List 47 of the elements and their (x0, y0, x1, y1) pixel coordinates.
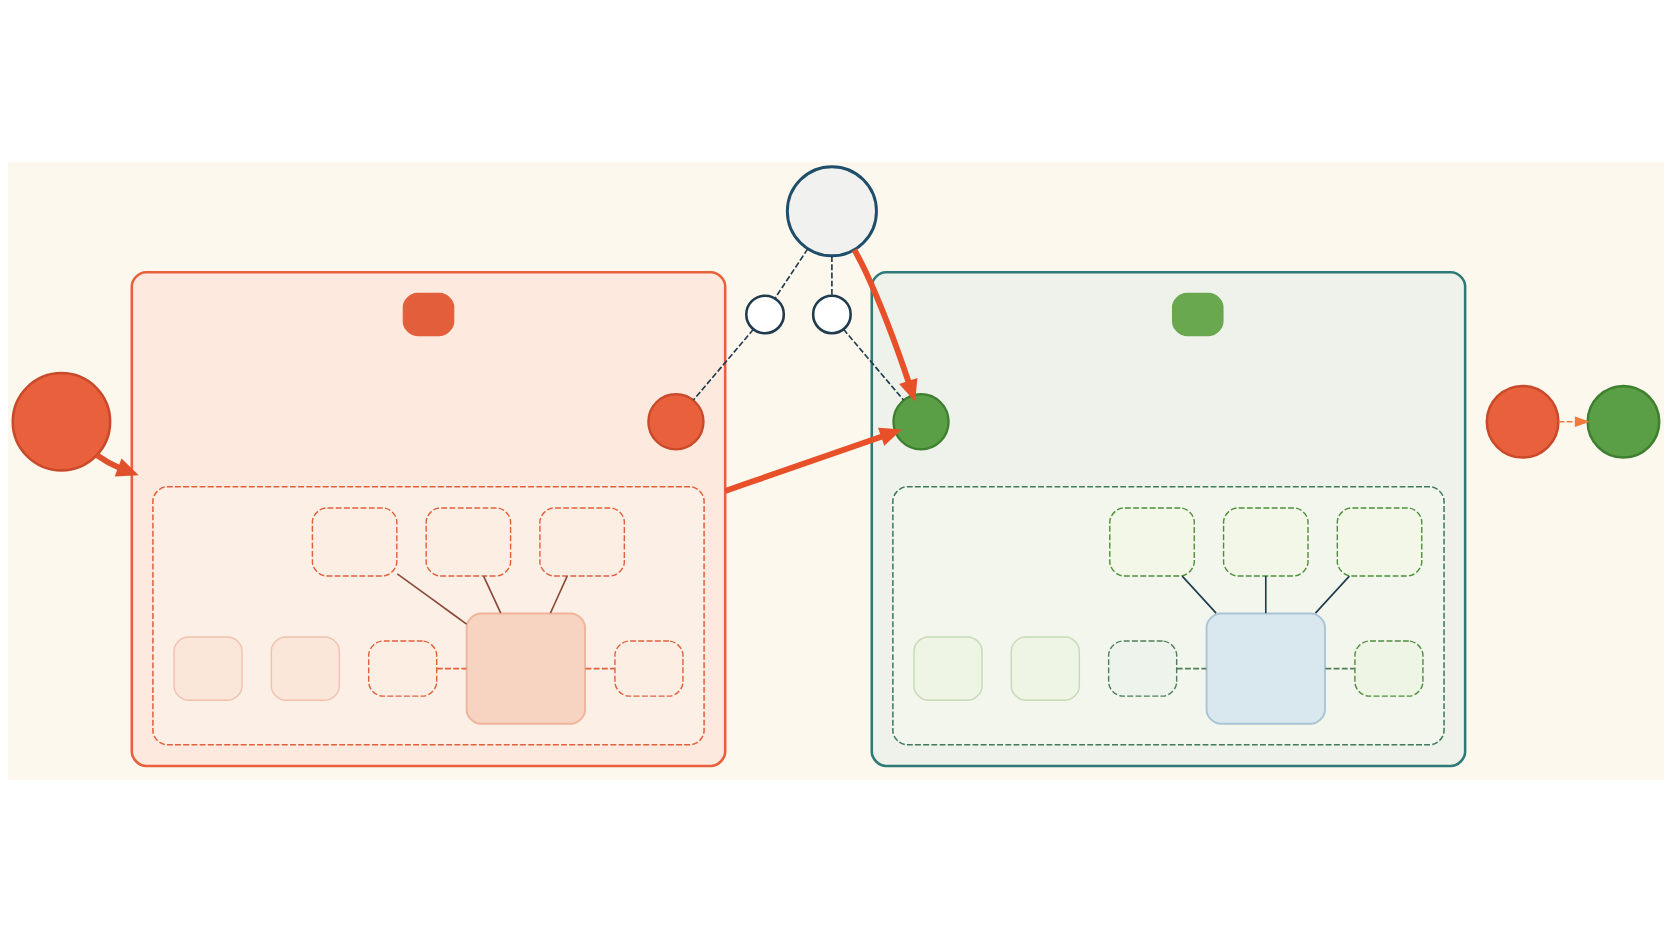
node-box (1336, 506, 1423, 577)
cluster (870, 270, 1467, 767)
node-circle (892, 392, 950, 450)
arrow (851, 248, 918, 402)
connector (1314, 574, 1351, 614)
node-box (425, 506, 512, 577)
node-circle (745, 293, 786, 334)
connector (549, 574, 568, 614)
arrow (724, 427, 902, 494)
node-box (1354, 639, 1424, 697)
node-circle (1586, 384, 1661, 459)
node-circle (647, 392, 705, 450)
node-box (1222, 506, 1309, 577)
node-box (913, 635, 983, 701)
cluster (892, 485, 1445, 746)
connector (831, 254, 833, 296)
node-box (614, 639, 684, 697)
node-circle (785, 164, 878, 257)
connector (584, 667, 616, 669)
node-box (465, 612, 586, 725)
connector (1176, 667, 1208, 669)
node-box (311, 506, 398, 577)
node-box (1109, 506, 1195, 577)
connector (692, 328, 755, 401)
connector (774, 247, 809, 299)
arrow (95, 452, 139, 476)
node-box (539, 506, 626, 577)
node-box (1205, 612, 1326, 725)
node-circle (1485, 384, 1560, 459)
node-box (1010, 635, 1081, 701)
connector (396, 572, 468, 625)
connector (482, 574, 502, 614)
arrow (1557, 416, 1590, 427)
connector (842, 328, 905, 401)
node-box (1171, 292, 1224, 336)
cluster (152, 485, 705, 746)
node-box (402, 292, 455, 336)
connector (436, 667, 468, 669)
connector (1181, 574, 1217, 614)
connector (1264, 574, 1267, 614)
node-box (270, 635, 341, 701)
node-circle (11, 371, 112, 472)
node-circle (811, 293, 852, 334)
node-box (173, 635, 243, 701)
node-box (368, 639, 438, 697)
node-box (1107, 639, 1178, 697)
connector (1324, 667, 1356, 669)
